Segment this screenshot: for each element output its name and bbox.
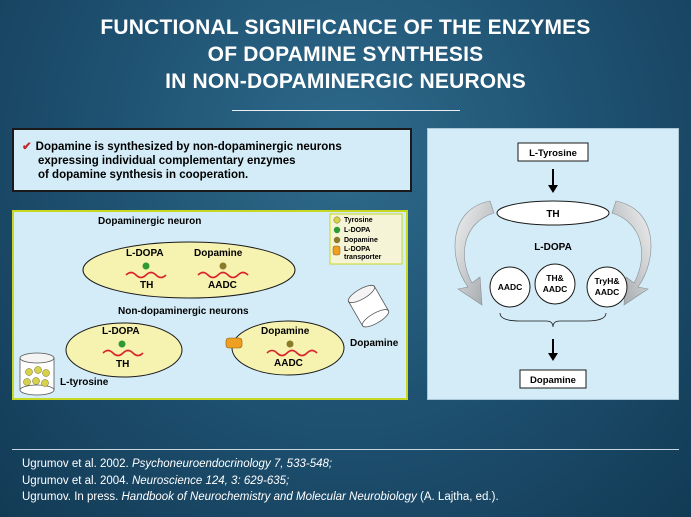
callout-line-3: of dopamine synthesis in cooperation. <box>38 169 249 181</box>
th-aadc-label-1: TH& <box>546 273 563 283</box>
callout-line-1: ✔Dopamine is synthesized by non-dopamine… <box>22 141 342 153</box>
legend-transporter-label-1: L-DOPA <box>344 246 370 253</box>
ldopa-dot <box>142 262 150 270</box>
tryh-aadc-label-2: AADC <box>595 287 620 297</box>
slide-title: FUNCTIONAL SIGNIFICANCE OF THE ENZYMES O… <box>0 14 691 95</box>
th-node <box>496 200 610 226</box>
th-neuron-cell <box>65 322 183 378</box>
dopamine-box <box>519 369 587 389</box>
neuron-diagram-panel: Dopaminergic neuron L-DOPA TH Dopamine A… <box>12 210 408 400</box>
ltyrosine-container-icon <box>19 352 55 396</box>
cell3-dopamine-label: Dopamine <box>261 326 310 337</box>
legend-tyrosine-dot <box>333 216 341 224</box>
ldopa-dot-2 <box>118 340 126 348</box>
legend-dopamine-dot <box>333 236 341 244</box>
ltyrosine-label: L-tyrosine <box>60 377 109 388</box>
dopamine-dot-2 <box>286 340 294 348</box>
aadc-node <box>489 266 531 308</box>
arrow-1-head <box>548 185 558 193</box>
reference-3: Ugrumov. In press. Handbook of Neurochem… <box>22 491 499 503</box>
tryh-aadc-node <box>586 266 628 308</box>
grouping-brace <box>499 312 607 328</box>
legend-tyrosine-label: Tyrosine <box>344 217 373 224</box>
title-divider <box>232 110 460 111</box>
dopaminergic-neuron-label: Dopaminergic neuron <box>98 216 201 227</box>
ltyrosine-box <box>517 142 589 162</box>
aadc-enzyme-wave-2 <box>266 349 318 357</box>
th-enzyme-wave <box>125 271 167 279</box>
tryh-aadc-label-1: TryH& <box>594 276 619 286</box>
legend-transporter-icon <box>332 245 341 256</box>
dopamine-node-label: Dopamine <box>530 375 576 386</box>
cell1-aadc-label: AADC <box>208 280 237 291</box>
summary-callout: ✔Dopamine is synthesized by non-dopamine… <box>12 128 412 192</box>
cell3-aadc-label: AADC <box>274 358 303 369</box>
ldopa-transporter-icon <box>225 337 243 349</box>
dopaminergic-neuron-cell <box>82 241 296 299</box>
reference-2: Ugrumov et al. 2004. Neuroscience 124, 3… <box>22 474 290 487</box>
cell1-dopamine-label: Dopamine <box>194 248 243 259</box>
legend-ldopa-label: L-DOPA <box>344 227 370 234</box>
dopamine-dot <box>219 262 227 270</box>
callout-line-2: expressing individual complementary enzy… <box>38 155 296 167</box>
cell1-ldopa-label: L-DOPA <box>126 248 164 259</box>
nondopaminergic-neurons-label: Non-dopaminergic neurons <box>118 306 249 317</box>
th-aadc-label-2: AADC <box>543 284 568 294</box>
ltyrosine-node-label: L-Tyrosine <box>529 148 577 159</box>
curved-arrow-left <box>454 200 495 306</box>
dopamine-output-label: Dopamine <box>350 338 399 349</box>
neuron-diagram: Dopaminergic neuron L-DOPA TH Dopamine A… <box>19 213 403 396</box>
cell2-ldopa-label: L-DOPA <box>102 326 140 337</box>
synthesis-pathway-panel: L-Tyrosine TH L-DOPA AADC TH& AADC TryH&… <box>427 128 679 400</box>
curved-arrow-right <box>611 200 652 306</box>
ldopa-node-label: L-DOPA <box>534 242 572 253</box>
reference-1: Ugrumov et al. 2002. Psychoneuroendocrin… <box>22 458 333 470</box>
th-node-label: TH <box>546 209 559 220</box>
legend-dopamine-label: Dopamine <box>344 237 378 244</box>
aadc-node-label: AADC <box>498 282 523 292</box>
title-line-1: FUNCTIONAL SIGNIFICANCE OF THE ENZYMES <box>100 16 591 39</box>
legend-ldopa-dot <box>333 226 341 234</box>
th-enzyme-wave-2 <box>102 349 144 357</box>
legend-transporter-label-2: transporter <box>344 254 382 261</box>
pathway-diagram: L-Tyrosine TH L-DOPA AADC TH& AADC TryH&… <box>454 142 652 389</box>
references: Ugrumov et al. 2002. Psychoneuroendocrin… <box>22 456 499 506</box>
legend-box <box>329 213 403 265</box>
title-line-2: OF DOPAMINE SYNTHESIS <box>207 43 484 66</box>
arrow-2-head <box>548 353 558 361</box>
cell1-th-label: TH <box>140 280 153 291</box>
th-aadc-node <box>534 263 576 305</box>
checkmark-icon: ✔ <box>22 141 32 153</box>
dopamine-container-icon <box>347 284 390 328</box>
cell2-th-label: TH <box>116 359 129 370</box>
references-divider <box>12 449 679 450</box>
title-line-3: IN NON-DOPAMINERGIC NEURONS <box>165 70 526 93</box>
aadc-enzyme-wave <box>197 271 249 279</box>
